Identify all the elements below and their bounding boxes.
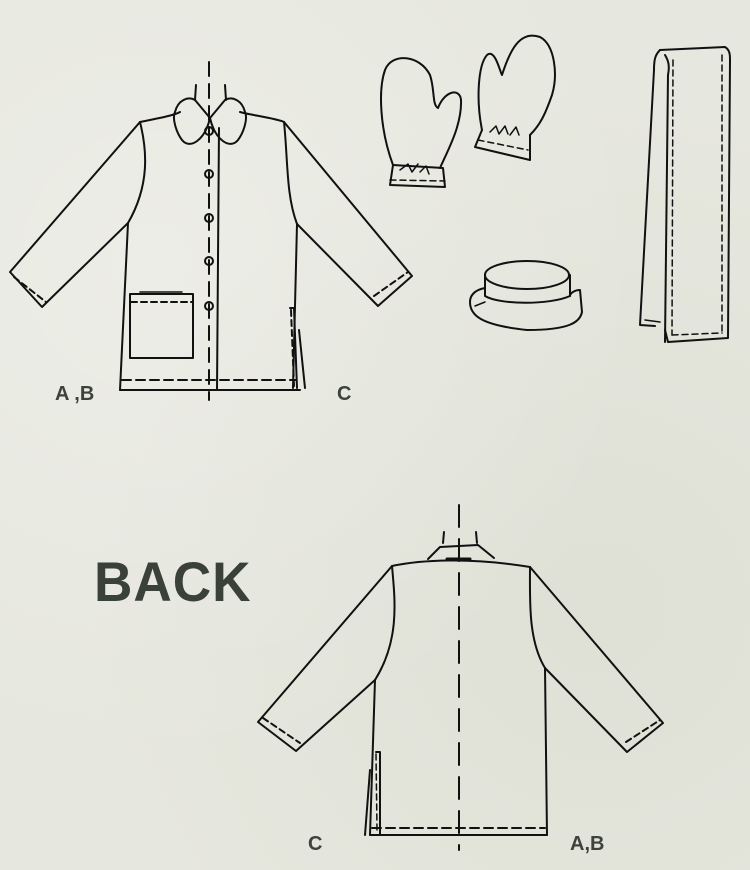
front-label-a-b: A ,B <box>55 383 95 405</box>
back-title: BACK <box>94 550 252 613</box>
mitten-left-drawing <box>380 57 463 188</box>
back-label-c: C <box>308 833 323 855</box>
jacket-back-drawing <box>257 504 664 851</box>
hat-drawing <box>469 260 583 331</box>
mitten-right-drawing <box>474 34 556 161</box>
jacket-front-drawing <box>9 61 413 401</box>
back-label-a-b: A,B <box>570 833 605 855</box>
scarf-drawing <box>639 46 731 343</box>
front-label-c: C <box>337 383 352 405</box>
